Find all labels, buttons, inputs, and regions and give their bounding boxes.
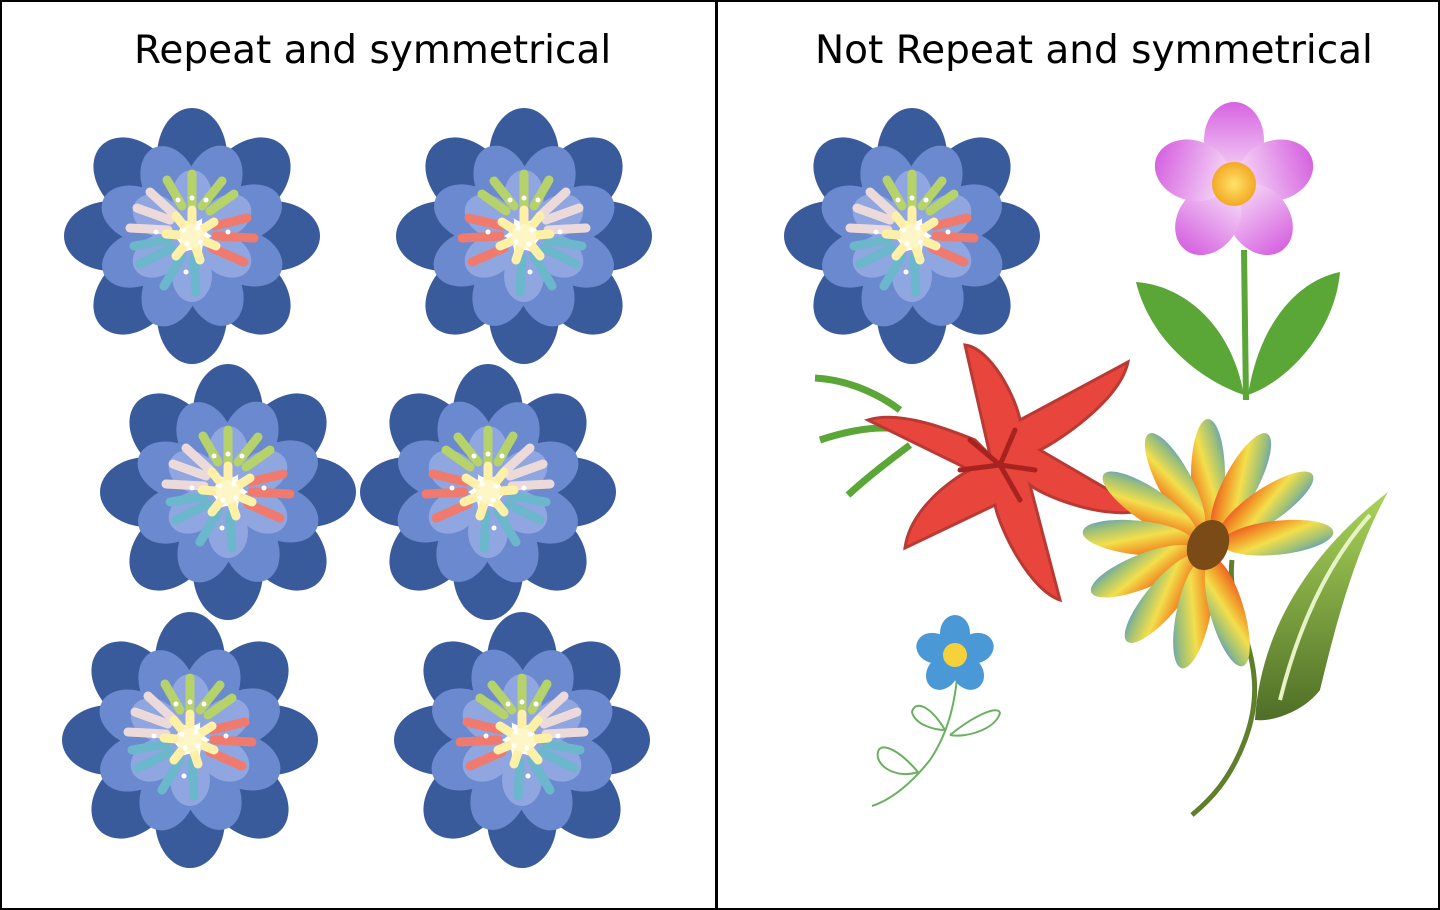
repeat-flower-2 (396, 108, 652, 364)
repeat-flower-3 (100, 364, 356, 620)
repeat-flower-5 (62, 612, 318, 868)
red-lily-icon (814, 343, 1147, 603)
pink-five-petal-flower-icon (1136, 102, 1340, 401)
right-panel-title: Not Repeat and symmetrical (815, 28, 1373, 73)
repeat-flower-6 (394, 612, 650, 868)
repeat-flower-4 (360, 364, 616, 620)
left-panel-title: Repeat and symmetrical (134, 28, 612, 73)
rainbow-daisy-icon (1082, 419, 1388, 817)
small-blue-flower-icon (871, 615, 1002, 807)
repeat-flower-1 (64, 108, 320, 364)
layered-blue-flower-icon (784, 108, 1040, 364)
panel-divider (715, 0, 718, 910)
